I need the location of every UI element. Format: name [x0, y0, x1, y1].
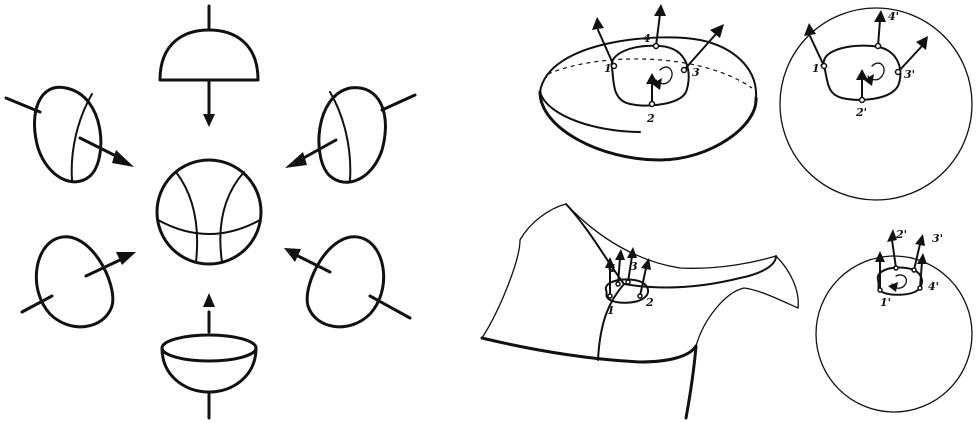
- center-sphere: [157, 160, 261, 264]
- saddle-label-1: 1: [607, 304, 615, 317]
- gauss-top-label-1: 1': [812, 62, 823, 75]
- hemisphere-lower-right: [284, 237, 410, 327]
- ellipsoid-label-1: 1: [604, 62, 612, 75]
- gauss-bottom-label-4: 4': [928, 280, 939, 293]
- ellipsoid-label-2: 2: [646, 112, 655, 125]
- gauss-bottom-label-2: 2': [895, 228, 907, 241]
- ellipsoid-label-3: 3: [692, 66, 700, 79]
- hemisphere-upper-right: [285, 88, 415, 183]
- saddle-label-2: 2: [645, 296, 654, 309]
- gauss-top-label-3: 3': [904, 68, 915, 81]
- gauss-top-label-4: 4': [888, 10, 899, 23]
- gauss-bottom-label-3: 3': [932, 232, 943, 245]
- hemisphere-top: [160, 6, 258, 127]
- left-panel: [6, 6, 415, 418]
- hemisphere-bottom: [162, 293, 256, 418]
- gauss-top-label-2: 2': [855, 106, 867, 119]
- saddle-label-4: 4: [608, 262, 616, 275]
- ellipsoid-figure: 1 2 3 4: [540, 4, 756, 160]
- ellipsoid-label-4: 4: [643, 32, 651, 45]
- hemisphere-upper-left: [6, 87, 134, 182]
- gauss-bottom-label-1: 1': [880, 296, 891, 309]
- hemisphere-lower-left: [22, 237, 136, 327]
- gauss-sphere-bottom: 1' 2' 3' 4': [816, 228, 972, 412]
- saddle-figure: 1 2 3 4: [482, 204, 798, 418]
- saddle-label-3: 3: [630, 260, 638, 273]
- gauss-sphere-top: 1' 2' 3' 4': [780, 8, 972, 200]
